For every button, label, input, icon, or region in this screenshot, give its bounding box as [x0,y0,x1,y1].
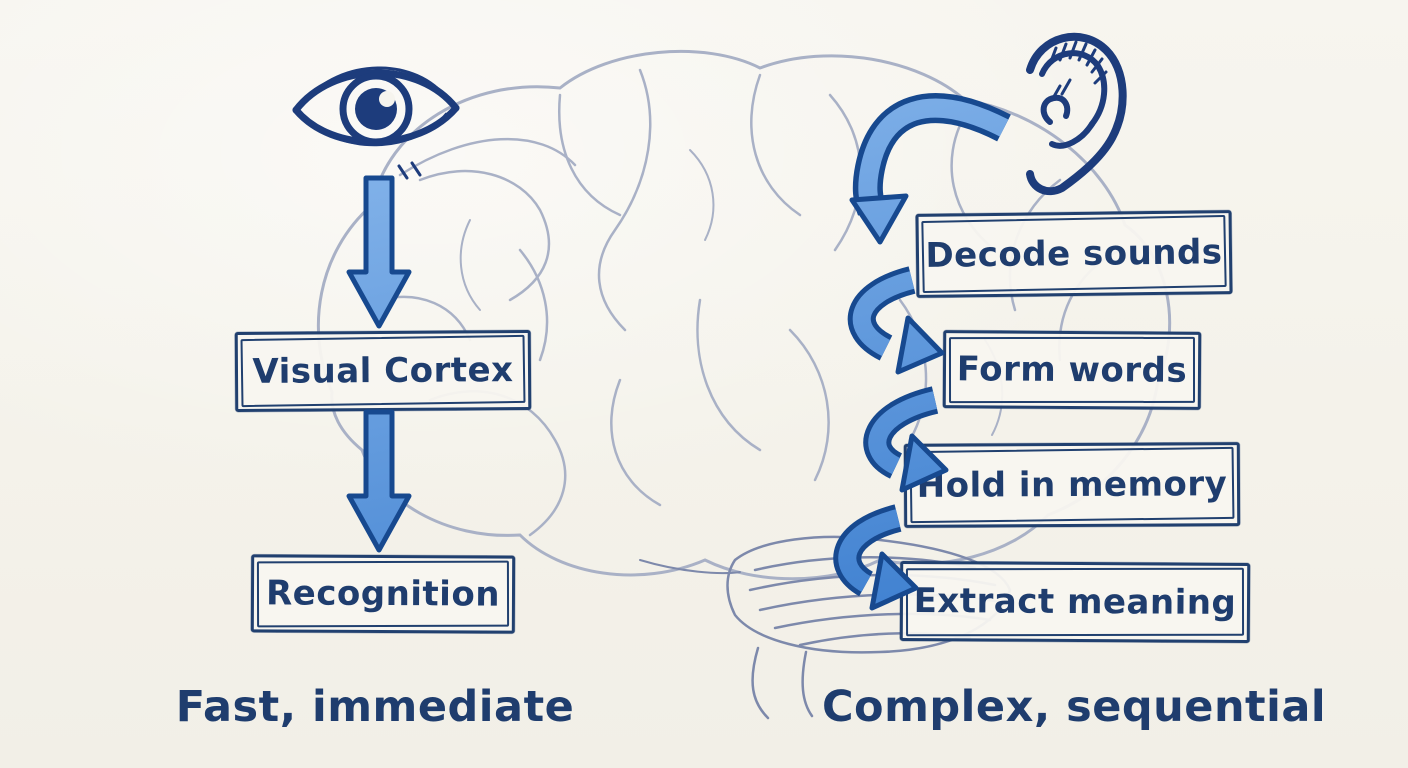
arrow-eye-to-visual-cortex [346,175,412,329]
box-visual-cortex: Visual Cortex [234,329,532,413]
box-recognition: Recognition [250,554,516,634]
box-decode-sounds-label: Decode sounds [925,232,1223,276]
arrow-visual-cortex-to-recognition [346,409,412,553]
box-extract-meaning-label: Extract meaning [913,581,1237,623]
box-recognition-label: Recognition [265,573,501,615]
box-form-words: Form words [942,330,1202,410]
caption-fast-immediate: Fast, immediate [175,682,575,732]
motion-ticks [397,161,422,180]
box-hold-in-memory: Hold in memory [903,442,1241,528]
box-decode-sounds: Decode sounds [915,210,1233,298]
box-hold-in-memory-label: Hold in memory [916,464,1228,506]
ear-icon [1026,32,1127,196]
eye-icon [292,66,460,147]
box-form-words-label: Form words [956,349,1188,391]
caption-complex-sequential: Complex, sequential [822,682,1327,732]
box-extract-meaning: Extract meaning [899,560,1251,644]
box-visual-cortex-label: Visual Cortex [252,350,514,392]
